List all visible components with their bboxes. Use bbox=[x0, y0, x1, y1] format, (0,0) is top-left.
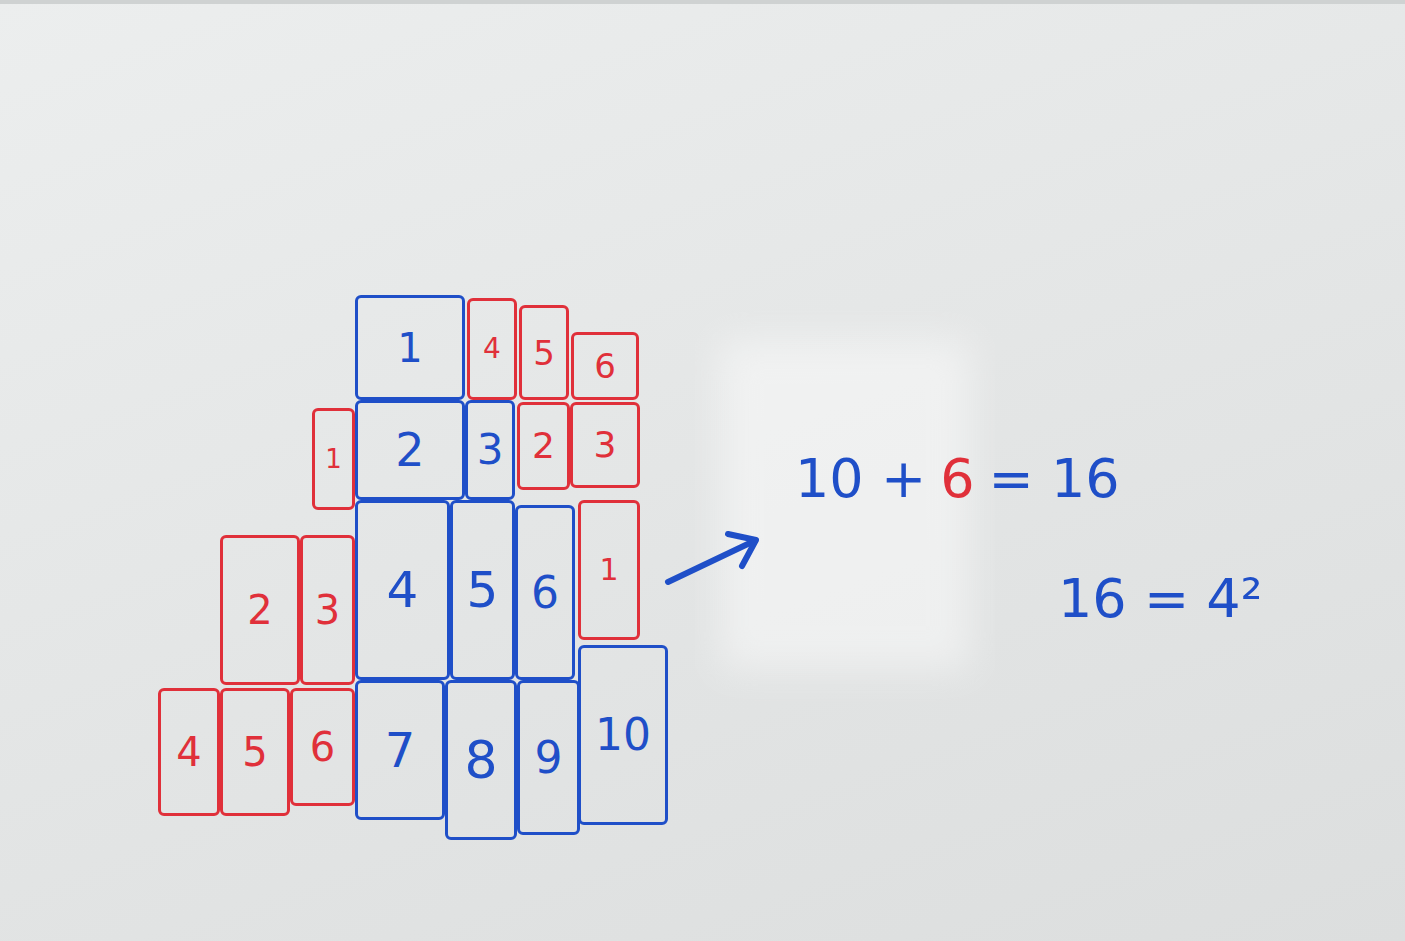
cell-number: 6 bbox=[310, 727, 335, 767]
cell-number: 8 bbox=[464, 734, 497, 786]
number-cell: 3 bbox=[570, 402, 640, 488]
board-edge bbox=[0, 0, 1405, 4]
number-cell: 10 bbox=[578, 645, 668, 825]
cell-number: 2 bbox=[247, 590, 272, 630]
cell-number: 6 bbox=[594, 349, 616, 383]
equation-text: 6 bbox=[940, 452, 974, 506]
equation-text: 10 + bbox=[795, 452, 926, 506]
cell-number: 5 bbox=[467, 565, 499, 615]
cell-number: 1 bbox=[599, 555, 618, 585]
cell-number: 10 bbox=[595, 713, 651, 757]
cell-number: 3 bbox=[477, 429, 504, 471]
equation-line: 10 + 6 = 16 bbox=[795, 452, 1120, 506]
number-cell: 2 bbox=[517, 402, 570, 490]
cell-number: 4 bbox=[387, 565, 419, 615]
cell-number: 2 bbox=[395, 427, 424, 473]
arrow-head bbox=[728, 534, 756, 566]
number-cell: 1 bbox=[312, 408, 355, 510]
number-cell: 7 bbox=[355, 680, 445, 820]
number-cell: 4 bbox=[355, 500, 450, 680]
cell-number: 7 bbox=[385, 726, 416, 774]
equation-line: 16 = 4² bbox=[1058, 572, 1262, 626]
number-cell: 1 bbox=[355, 295, 465, 400]
number-cell: 5 bbox=[450, 500, 515, 680]
number-cell: 2 bbox=[355, 400, 465, 500]
number-cell: 9 bbox=[517, 680, 580, 835]
equation-text: = 16 bbox=[988, 452, 1119, 506]
cell-number: 9 bbox=[535, 736, 563, 780]
cell-number: 2 bbox=[532, 428, 555, 464]
cell-number: 3 bbox=[594, 427, 617, 463]
number-cell: 4 bbox=[467, 298, 517, 400]
cell-number: 5 bbox=[533, 336, 555, 370]
number-cell: 2 bbox=[220, 535, 300, 685]
number-cell: 3 bbox=[300, 535, 355, 685]
cell-number: 4 bbox=[176, 732, 201, 772]
number-cell: 5 bbox=[220, 688, 290, 816]
cell-number: 6 bbox=[531, 571, 559, 615]
number-cell: 4 bbox=[158, 688, 220, 816]
glare bbox=[720, 340, 970, 670]
number-cell: 6 bbox=[515, 505, 575, 680]
number-cell: 5 bbox=[519, 305, 569, 400]
cell-number: 1 bbox=[397, 328, 422, 368]
cell-number: 3 bbox=[315, 590, 340, 630]
number-cell: 6 bbox=[571, 332, 639, 400]
number-cell: 3 bbox=[465, 400, 515, 500]
number-cell: 8 bbox=[445, 680, 517, 840]
equation-text: 16 = 4² bbox=[1058, 567, 1262, 630]
cell-number: 5 bbox=[242, 732, 267, 772]
cell-number: 4 bbox=[483, 335, 501, 363]
number-cell: 1 bbox=[578, 500, 640, 640]
number-cell: 6 bbox=[290, 688, 355, 806]
arrow-line bbox=[668, 542, 752, 582]
cell-number: 1 bbox=[325, 446, 342, 472]
